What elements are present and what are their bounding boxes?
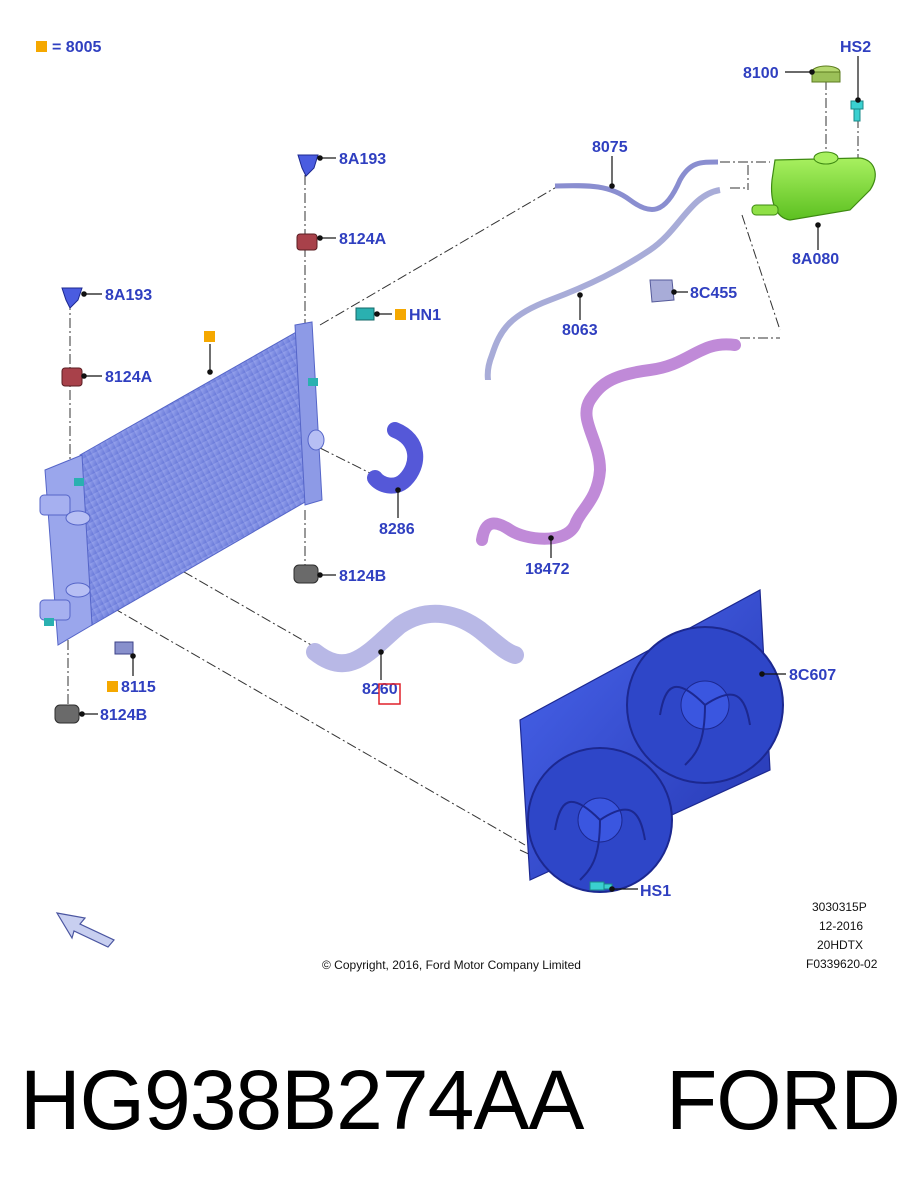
label-8c455: 8C455 xyxy=(690,285,737,302)
clip-8a193-left xyxy=(61,287,83,309)
bracket-8c455 xyxy=(649,279,675,303)
legend-text: = 8005 xyxy=(52,39,101,56)
label-hs2: HS2 xyxy=(840,39,871,56)
reservoir-cap xyxy=(811,65,841,83)
label-8124b-mid: 8124B xyxy=(339,568,386,585)
callout-leaders xyxy=(79,56,861,892)
clip-8a193-top xyxy=(297,154,319,177)
sensor-8115 xyxy=(114,641,134,655)
coolant-reservoir xyxy=(751,151,876,221)
direction-arrow-icon xyxy=(55,912,115,948)
label-8a080: 8A080 xyxy=(792,251,839,268)
insulator-8124b-left xyxy=(54,704,80,724)
label-8c607: 8C607 xyxy=(789,667,836,684)
marker-hn1 xyxy=(395,309,406,320)
label-8260: 8260 xyxy=(362,681,398,698)
label-hn1: HN1 xyxy=(409,307,441,324)
label-8a193-top: 8A193 xyxy=(339,151,386,168)
label-8286: 8286 xyxy=(379,521,415,538)
nut-hn1 xyxy=(355,307,375,321)
hose-8075 xyxy=(554,159,719,212)
label-8100: 8100 xyxy=(743,65,779,82)
label-8124a-left: 8124A xyxy=(105,369,153,386)
insulator-8124a-top xyxy=(296,233,318,251)
part-number: HG938B274AA xyxy=(20,1053,584,1147)
meta-model: 20HDTX xyxy=(817,938,863,952)
parts-diagram: = 8005 xyxy=(36,39,878,972)
marker-8005-radiator xyxy=(204,331,215,342)
insulator-8124a-left xyxy=(61,367,83,387)
label-8124b-left: 8124B xyxy=(100,707,147,724)
brand-name: FORD xyxy=(666,1053,901,1147)
highlight-box xyxy=(378,683,401,705)
hose-8286 xyxy=(367,422,424,494)
radiator xyxy=(39,321,325,646)
label-18472: 18472 xyxy=(525,561,570,578)
hose-8260 xyxy=(306,604,524,673)
legend-marker xyxy=(36,41,47,52)
insulator-8124b-mid xyxy=(293,564,319,584)
bolt-hs2 xyxy=(850,100,864,122)
fan-shroud xyxy=(519,589,784,893)
label-hs1: HS1 xyxy=(640,883,671,900)
label-8075: 8075 xyxy=(592,139,628,156)
label-8124a-top: 8124A xyxy=(339,231,387,248)
meta-ref: F0339620-02 xyxy=(806,957,878,971)
hose-8063 xyxy=(484,187,721,381)
copyright: © Copyright, 2016, Ford Motor Company Li… xyxy=(322,958,581,972)
label-8115: 8115 xyxy=(121,679,156,696)
meta-code: 3030315P xyxy=(812,900,867,914)
marker-8115 xyxy=(107,681,118,692)
label-8a193-left: 8A193 xyxy=(105,287,152,304)
hose-18472 xyxy=(476,338,741,546)
label-8063: 8063 xyxy=(562,322,598,339)
meta-date: 12-2016 xyxy=(819,919,863,933)
